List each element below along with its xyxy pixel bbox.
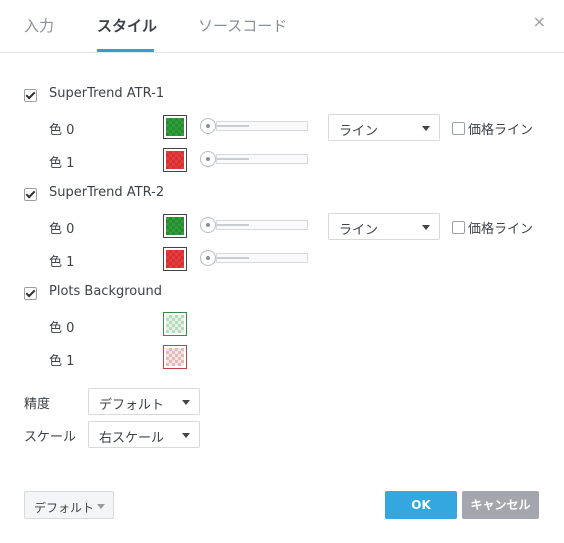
tab-bar: 入力 スタイル ソースコード × <box>0 0 564 53</box>
scale-select[interactable]: 右スケール <box>88 421 200 448</box>
plot-2-color-1-swatch[interactable] <box>163 247 187 271</box>
plots-background-checkbox[interactable] <box>24 287 37 300</box>
plot-1-color-0-swatch[interactable] <box>163 115 187 139</box>
plots-background-color-0-swatch[interactable] <box>163 312 187 336</box>
tab-inputs[interactable]: 入力 <box>24 17 55 35</box>
plot-2-checkbox[interactable] <box>24 188 37 201</box>
active-tab-indicator <box>97 49 154 52</box>
plot-1-color-1-swatch[interactable] <box>163 148 187 172</box>
plot-2-color-0-swatch[interactable] <box>163 214 187 238</box>
plot-1-price-line-label: 価格ライン <box>468 123 534 138</box>
defaults-dropdown-button[interactable]: デフォルト <box>24 491 114 519</box>
slider-track[interactable] <box>216 154 308 164</box>
slider-knob[interactable] <box>200 250 216 266</box>
plot-1-color-1-opacity-slider[interactable] <box>200 151 312 169</box>
chevron-down-icon <box>182 433 190 438</box>
slider-knob[interactable] <box>200 118 216 134</box>
plot-2-line-style-value: ライン <box>339 223 379 238</box>
chevron-down-icon <box>182 400 190 405</box>
plot-2-price-line-label: 価格ライン <box>468 222 534 237</box>
cancel-button[interactable]: キャンセル <box>462 491 539 519</box>
plot-2-color-1-opacity-slider[interactable] <box>200 250 312 268</box>
plots-background-title: Plots Background <box>49 284 162 299</box>
plot-1-color-1-label: 色 1 <box>49 156 75 171</box>
plots-background-color-1-label: 色 1 <box>49 354 75 369</box>
plots-background-color-0-label: 色 0 <box>49 321 75 336</box>
tab-source-code[interactable]: ソースコード <box>198 17 288 35</box>
precision-select[interactable]: デフォルト <box>88 388 200 415</box>
plot-1-checkbox[interactable] <box>24 89 37 102</box>
plot-2-title: SuperTrend ATR-2 <box>49 185 165 200</box>
precision-value: デフォルト <box>99 398 165 413</box>
slider-track[interactable] <box>216 121 308 131</box>
plot-1-line-style-select[interactable]: ライン <box>328 114 440 141</box>
plot-1-color-0-opacity-slider[interactable] <box>200 118 312 136</box>
chevron-down-icon <box>422 225 430 230</box>
plot-1-color-0-label: 色 0 <box>49 123 75 138</box>
slider-track[interactable] <box>216 253 308 263</box>
precision-label: 精度 <box>24 397 51 412</box>
plot-2-line-style-select[interactable]: ライン <box>328 213 440 240</box>
slider-knob[interactable] <box>200 151 216 167</box>
slider-knob[interactable] <box>200 217 216 233</box>
scale-label: スケール <box>24 430 77 445</box>
plot-2-color-1-label: 色 1 <box>49 255 75 270</box>
chevron-down-icon <box>422 126 430 131</box>
scale-value: 右スケール <box>99 431 165 446</box>
ok-button[interactable]: OK <box>385 491 457 519</box>
close-icon[interactable]: × <box>532 12 546 31</box>
tab-style[interactable]: スタイル <box>97 17 158 35</box>
plot-2-color-0-label: 色 0 <box>49 222 75 237</box>
plot-2-price-line-checkbox[interactable] <box>452 221 465 234</box>
plot-1-price-line-checkbox[interactable] <box>452 122 465 135</box>
chevron-down-icon <box>97 504 105 509</box>
defaults-label: デフォルト <box>34 501 95 515</box>
plot-1-line-style-value: ライン <box>339 124 379 139</box>
plots-background-color-1-swatch[interactable] <box>163 345 187 369</box>
slider-track[interactable] <box>216 220 308 230</box>
plot-2-color-0-opacity-slider[interactable] <box>200 217 312 235</box>
plot-1-title: SuperTrend ATR-1 <box>49 86 165 101</box>
